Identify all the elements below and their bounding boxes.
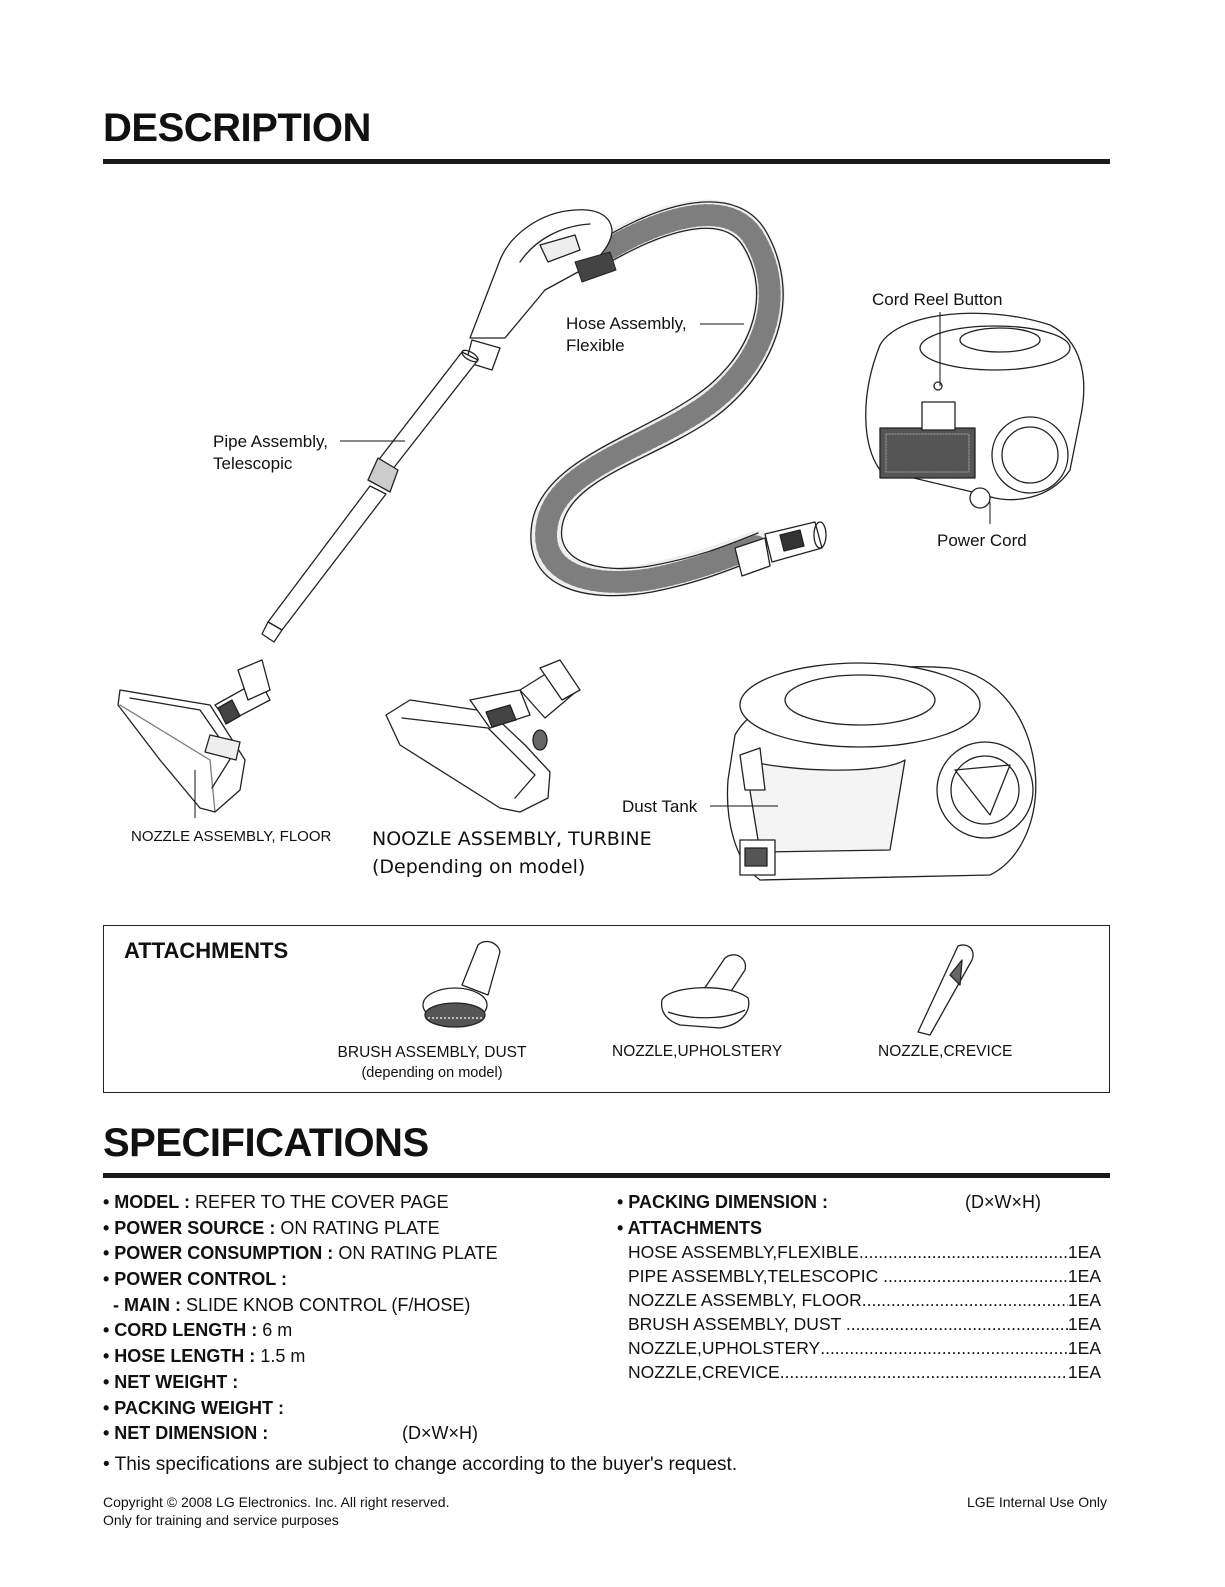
spec-value: ON RATING PLATE — [275, 1217, 440, 1238]
hose-drawing — [531, 202, 783, 596]
spec-key: • NET DIMENSION : — [103, 1423, 269, 1444]
brush-label-note: (depending on model) — [361, 1065, 503, 1081]
leader-dots — [846, 1312, 1068, 1336]
power-cord-label: Power Cord — [937, 531, 1027, 550]
spec-left-column: • MODEL : REFER TO THE COVER PAGE • POWE… — [103, 1190, 498, 1447]
spec-value: REFER TO THE COVER PAGE — [189, 1192, 449, 1212]
spec-attachments-list: HOSE ASSEMBLY,FLEXIBLE 1EA PIPE ASSEMBLY,… — [628, 1240, 1101, 1384]
spec-key: • HOSE LENGTH : — [103, 1346, 256, 1367]
attachment-name: NOZZLE,UPHOLSTERY — [628, 1338, 821, 1358]
leader-dots — [883, 1264, 1068, 1288]
spec-key: • PACKING WEIGHT : — [103, 1397, 284, 1418]
main-body-large-drawing — [727, 663, 1035, 880]
spec-key: • NET WEIGHT : — [103, 1371, 239, 1392]
spec-note: • This specifications are subject to cha… — [103, 1454, 738, 1475]
spec-attachments-heading: • ATTACHMENTS — [617, 1216, 762, 1242]
spec-power-source: • POWER SOURCE : ON RATING PLATE — [103, 1216, 498, 1242]
spec-key: • POWER SOURCE : — [103, 1217, 276, 1238]
attachment-name: NOZZLE,CREVICE — [628, 1362, 780, 1382]
attachment-qty: 1EA — [1067, 1362, 1101, 1382]
spec-key: • MODEL : — [103, 1192, 190, 1212]
main-body-small-drawing — [866, 313, 1084, 508]
spec-net-dimension: • NET DIMENSION : — [103, 1421, 498, 1447]
spec-value: SLIDE KNOB CONTROL (F/HOSE) — [181, 1294, 471, 1315]
turbine-nozzle-label-line2: (Depending on model) — [372, 856, 586, 878]
list-item: NOZZLE ASSEMBLY, FLOOR 1EA — [628, 1288, 1101, 1312]
leader-dots — [859, 1240, 1068, 1264]
spec-packing-weight: • PACKING WEIGHT : — [103, 1396, 498, 1422]
list-item: NOZZLE,CREVICE 1EA — [628, 1360, 1101, 1384]
spec-key: • PACKING DIMENSION : — [617, 1192, 828, 1212]
turbine-nozzle-label-line1: NOOZLE ASSEMBLY, TURBINE — [372, 828, 652, 850]
dust-tank-label: Dust Tank — [622, 797, 698, 816]
spec-key: • ATTACHMENTS — [617, 1218, 762, 1238]
spec-model: • MODEL : REFER TO THE COVER PAGE — [103, 1190, 498, 1216]
attachments-box — [103, 925, 1110, 1093]
net-dimension-unit: (D×W×H) — [402, 1423, 478, 1443]
spec-key: • CORD LENGTH : — [103, 1320, 258, 1341]
turbine-nozzle-label: NOOZLE ASSEMBLY, TURBINE (Depending on m… — [372, 825, 652, 881]
spec-key: • POWER CONTROL : — [103, 1269, 287, 1290]
copyright-text: Copyright © 2008 LG Electronics. Inc. Al… — [103, 1494, 450, 1510]
leader-dots — [862, 1288, 1068, 1312]
specifications-title: SPECIFICATIONS — [103, 1121, 429, 1165]
hose-end-connector — [735, 522, 826, 576]
spec-cord-length: • CORD LENGTH : 6 m — [103, 1318, 498, 1344]
hose-label-line1: Hose Assembly, — [566, 314, 687, 333]
list-item: PIPE ASSEMBLY,TELESCOPIC 1EA — [628, 1264, 1101, 1288]
list-item: HOSE ASSEMBLY,FLEXIBLE 1EA — [628, 1240, 1101, 1264]
spec-value: 1.5 m — [255, 1346, 306, 1367]
spec-packing-dimension: • PACKING DIMENSION : — [617, 1190, 828, 1216]
hose-label-line2: Flexible — [566, 336, 625, 355]
crevice-nozzle-drawing — [918, 945, 973, 1035]
hose-label: Hose Assembly, Flexible — [566, 313, 687, 357]
pipe-label-line1: Pipe Assembly, — [213, 432, 328, 451]
brush-label: BRUSH ASSEMBLY, DUST (depending on model… — [333, 1043, 531, 1083]
floor-nozzle-drawing — [118, 660, 270, 812]
description-title: DESCRIPTION — [103, 106, 371, 150]
spec-value: ON RATING PLATE — [333, 1243, 498, 1264]
pipe-label: Pipe Assembly, Telescopic — [213, 431, 328, 475]
attachment-qty: 1EA — [1067, 1290, 1101, 1310]
attachments-illustration — [0, 0, 1225, 1100]
spec-power-consumption: • POWER CONSUMPTION : ON RATING PLATE — [103, 1241, 498, 1267]
turbine-nozzle-drawing — [386, 660, 580, 812]
floor-nozzle-label: NOZZLE ASSEMBLY, FLOOR — [131, 828, 332, 845]
purpose-text: Only for training and service purposes — [103, 1512, 339, 1528]
attachment-name: PIPE ASSEMBLY,TELESCOPIC — [628, 1266, 884, 1286]
upholstery-nozzle-drawing — [662, 955, 749, 1028]
attachment-name: HOSE ASSEMBLY,FLEXIBLE — [628, 1242, 859, 1262]
packing-dimension-unit: (D×W×H) — [965, 1192, 1041, 1212]
attachment-name: BRUSH ASSEMBLY, DUST — [628, 1314, 846, 1334]
handle-drawing — [466, 210, 616, 370]
upholstery-label: NOZZLE,UPHOLSTERY — [612, 1043, 783, 1060]
attachment-qty: 1EA — [1067, 1242, 1101, 1262]
spec-main: - MAIN : SLIDE KNOB CONTROL (F/HOSE) — [103, 1293, 498, 1319]
leader-dots — [780, 1360, 1068, 1384]
crevice-label: NOZZLE,CREVICE — [878, 1043, 1013, 1060]
spec-value: 6 m — [257, 1320, 293, 1341]
spec-key: - MAIN : — [103, 1294, 181, 1315]
vacuum-illustration — [0, 0, 1225, 920]
specifications-rule — [103, 1173, 1110, 1178]
description-rule — [103, 159, 1110, 164]
leader-dots — [820, 1336, 1068, 1360]
list-item: NOZZLE,UPHOLSTERY 1EA — [628, 1336, 1101, 1360]
brush-label-line1: BRUSH ASSEMBLY, DUST — [337, 1044, 527, 1061]
dust-brush-drawing — [423, 941, 500, 1027]
spec-net-weight: • NET WEIGHT : — [103, 1370, 498, 1396]
list-item: BRUSH ASSEMBLY, DUST 1EA — [628, 1312, 1101, 1336]
attachment-name: NOZZLE ASSEMBLY, FLOOR — [628, 1290, 862, 1310]
attachment-qty: 1EA — [1067, 1266, 1101, 1286]
spec-power-control: • POWER CONTROL : — [103, 1267, 498, 1293]
attachment-qty: 1EA — [1067, 1338, 1101, 1358]
attachments-title: ATTACHMENTS — [124, 938, 289, 963]
cord-reel-label: Cord Reel Button — [872, 290, 1003, 309]
pipe-label-line2: Telescopic — [213, 454, 293, 473]
spec-key: • POWER CONSUMPTION : — [103, 1243, 334, 1264]
attachment-qty: 1EA — [1067, 1314, 1101, 1334]
internal-use-text: LGE Internal Use Only — [966, 1494, 1107, 1510]
spec-hose-length: • HOSE LENGTH : 1.5 m — [103, 1344, 498, 1370]
footer-left: Copyright © 2008 LG Electronics. Inc. Al… — [103, 1493, 449, 1529]
